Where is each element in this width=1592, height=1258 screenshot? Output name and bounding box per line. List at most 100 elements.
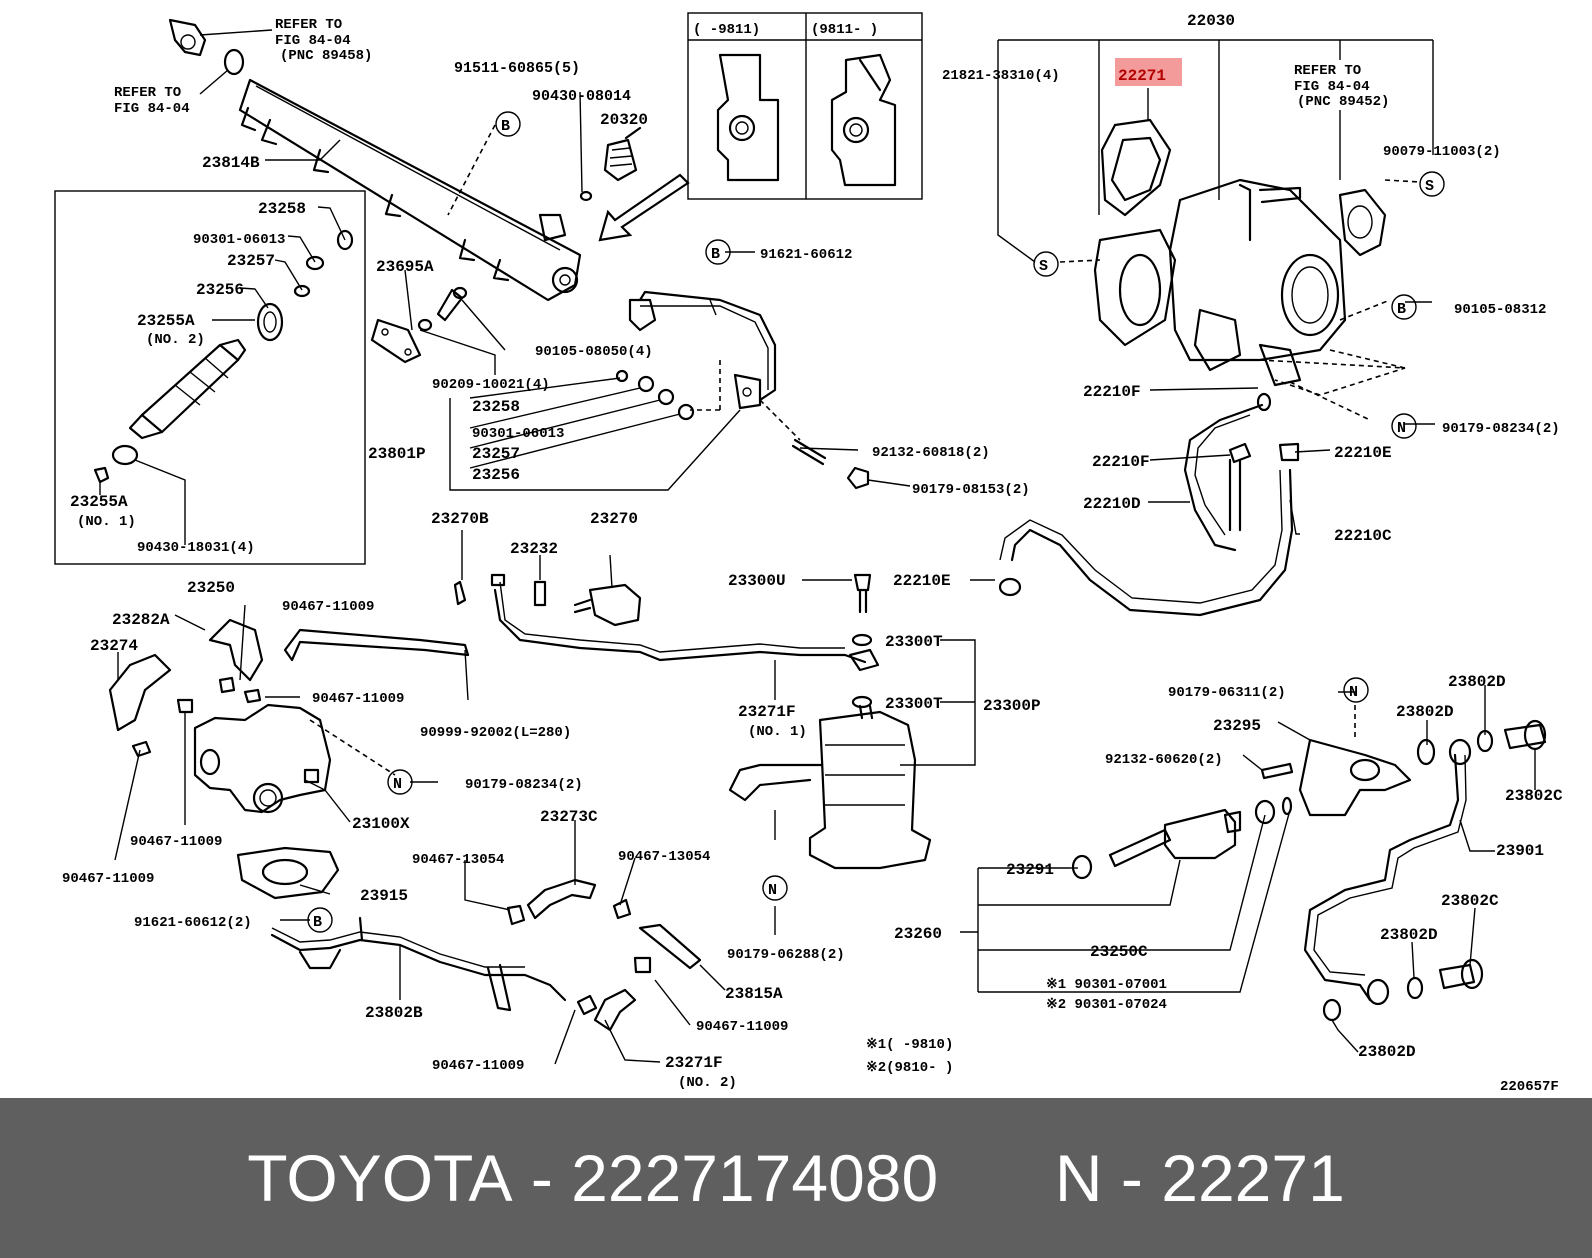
inset-header-left: ( -9811) [693, 22, 760, 38]
label-90179-08234-l: 90179-08234(2) [465, 777, 583, 793]
label-23295: 23295 [1213, 717, 1261, 735]
label-23250c: 23250C [1090, 943, 1148, 961]
footer-caption: TOYOTA - 2227174080 N - 22271 [0, 1098, 1592, 1258]
label-23291: 23291 [1006, 861, 1054, 879]
injector-box [54, 190, 366, 565]
label-23256-a: 23256 [196, 281, 244, 299]
label-91621-bot: 91621-60612(2) [134, 915, 252, 931]
label-23255a-1: 23255A [70, 493, 128, 511]
delivery-pipe [449, 290, 870, 491]
refer-note-3-line1: REFER TO [1294, 63, 1361, 79]
label-23271f-1: 23271F [738, 703, 796, 721]
label-23300u: 23300U [728, 572, 786, 590]
refer-note-1-line1: REFER TO [275, 17, 342, 33]
footer-bar [0, 1098, 1592, 1258]
label-92132-60818: 92132-60818(2) [872, 445, 990, 461]
label-90467-13054-a: 90467-13054 [412, 852, 504, 868]
inset-header-right: (9811- ) [811, 22, 878, 38]
label-23801p: 23801P [368, 445, 426, 463]
label-23815a: 23815A [725, 985, 783, 1003]
label-23270b: 23270B [431, 510, 489, 528]
label-90467-a: 90467-11009 [282, 599, 374, 615]
label-22030: 22030 [1187, 12, 1235, 30]
sensor-group [1071, 705, 1547, 1022]
footer-pnc: 22271 [1161, 1141, 1345, 1215]
air-valve [108, 618, 470, 814]
label-no2-b: (NO. 2) [678, 1075, 737, 1091]
label-23802d-a: 23802D [1448, 673, 1506, 691]
label-91511: 91511-60865(5) [454, 60, 580, 77]
label-23300t-a: 23300T [885, 633, 943, 651]
label-22210f-a: 22210F [1083, 383, 1141, 401]
label-22271-highlight: 22271 [1118, 67, 1166, 85]
throttle-body [1059, 118, 1421, 421]
footer-separator-1: - [530, 1141, 553, 1215]
label-23282a: 23282A [112, 611, 170, 629]
marker-s-1: S [1039, 258, 1048, 275]
label-23270: 23270 [590, 510, 638, 528]
label-23915: 23915 [360, 887, 408, 905]
marker-b-4: B [313, 914, 322, 931]
refer-note-3-line2: FIG 84-04 [1294, 79, 1370, 95]
label-90179-08234-r: 90179-08234(2) [1442, 421, 1560, 437]
fuel-rail-group [168, 18, 642, 302]
label-90301-a: 90301-06013 [193, 232, 285, 248]
highlight-box [1115, 58, 1182, 86]
label-note2: ※2 90301-07024 [1046, 997, 1167, 1013]
marker-n-1: N [1397, 420, 1406, 437]
pipe-23802b [270, 933, 567, 1002]
footer-brand: TOYOTA [247, 1141, 513, 1215]
marker-b-1: B [501, 118, 510, 135]
label-22210e-b: 22210E [893, 572, 951, 590]
label-23802b: 23802B [365, 1004, 423, 1022]
inset-arrow [598, 173, 690, 242]
refer-note-3-line3: (PNC 89452) [1297, 94, 1389, 110]
marker-n-2: N [1349, 684, 1358, 701]
label-90179-06288: 90179-06288(2) [727, 947, 845, 963]
refer-note-1-line2: FIG 84-04 [275, 33, 351, 49]
label-22210d: 22210D [1083, 495, 1141, 513]
label-23274: 23274 [90, 637, 138, 655]
label-23695a: 23695A [376, 258, 434, 276]
label-22210c: 22210C [1334, 527, 1392, 545]
label-23802d-d: 23802D [1358, 1043, 1416, 1061]
label-90467-13054-b: 90467-13054 [618, 849, 710, 865]
label-90105-08050: 90105-08050(4) [535, 344, 653, 360]
marker-s-2: S [1425, 178, 1434, 195]
label-23901: 23901 [1496, 842, 1544, 860]
label-23258-a: 23258 [258, 200, 306, 218]
diagram-code: 220657F [1500, 1079, 1559, 1095]
hose-group [998, 403, 1300, 617]
label-91621-top: 91621-60612 [760, 247, 852, 263]
label-23256-b: 23256 [472, 466, 520, 484]
label-90179-08153: 90179-08153(2) [912, 482, 1030, 498]
label-92132-60620: 92132-60620(2) [1105, 752, 1223, 768]
marker-b-3: B [1397, 301, 1406, 318]
leader-lines [99, 29, 1536, 1065]
label-90467-e: 90467-11009 [696, 1019, 788, 1035]
marker-circles: B B S S B N N N N B [307, 111, 1445, 933]
label-90467-c: 90467-11009 [130, 834, 222, 850]
label-23802d-b: 23802D [1396, 703, 1454, 721]
refer-note-2-line2: FIG 84-04 [114, 101, 190, 117]
label-90430-08014: 90430-08014 [532, 88, 631, 105]
part-labels: REFER TO FIG 84-04 (PNC 89458) REFER TO … [62, 12, 1563, 1095]
marker-b-2: B [711, 246, 720, 263]
label-90301-b: 90301-06013 [472, 426, 564, 442]
label-21821: 21821-38310(4) [942, 68, 1060, 84]
label-no1: (NO. 1) [77, 514, 136, 530]
label-90467-b: 90467-11009 [312, 691, 404, 707]
label-23814b: 23814B [202, 154, 260, 172]
parts-diagram: ( -9811) (9811- ) [54, 12, 1563, 1095]
label-note1: ※1 90301-07001 [1046, 977, 1167, 993]
label-23300p: 23300P [983, 697, 1041, 715]
label-22210e-a: 22210E [1334, 444, 1392, 462]
label-90467-f: 90467-11009 [432, 1058, 524, 1074]
label-no1-b: (NO. 1) [748, 724, 807, 740]
label-23300t-b: 23300T [885, 695, 943, 713]
label-90999: 90999-92002(L=280) [420, 725, 571, 741]
footer-marker: N [1054, 1141, 1103, 1215]
label-22210f-b: 22210F [1092, 453, 1150, 471]
label-90179-06311: 90179-06311(2) [1168, 685, 1286, 701]
label-90209: 90209-10021(4) [432, 377, 550, 393]
